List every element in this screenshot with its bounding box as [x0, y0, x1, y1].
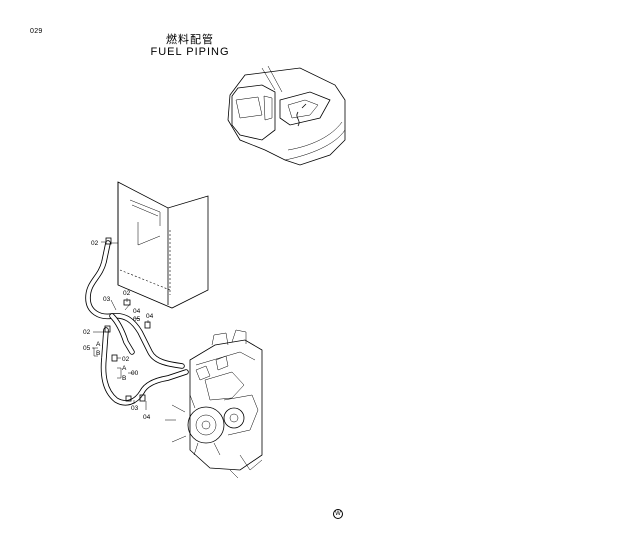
label-05-left: 05: [83, 345, 91, 352]
fuel-hoses: [85, 237, 189, 406]
label-03-lower: 03: [131, 405, 139, 412]
title-english: FUEL PIPING: [150, 46, 230, 58]
label-00: 00: [131, 370, 139, 377]
label-a-left: A: [96, 341, 101, 348]
part-callouts: 02 03 02 04 05 04 02 05 A B 02 A 00 B 03…: [83, 240, 154, 421]
label-03-upper: 03: [103, 296, 111, 303]
engine-assembly: [165, 329, 263, 479]
label-b-right: B: [122, 375, 126, 382]
label-04-a: 04: [133, 308, 141, 315]
excavator-inset-illustration: [227, 65, 346, 166]
label-02-top: 02: [91, 240, 99, 247]
label-a-right: A: [122, 365, 127, 372]
title-block: 燃料配管 FUEL PIPING: [140, 33, 240, 59]
title-japanese: 燃料配管: [166, 33, 214, 46]
label-02-mid: 02: [123, 290, 131, 297]
corner-mark: W: [333, 509, 343, 519]
label-04-b: 04: [146, 313, 154, 320]
fuel-tank-panel: [110, 181, 209, 309]
label-04-bottom: 04: [143, 414, 151, 421]
label-02-left: 02: [83, 329, 91, 336]
label-05-mid: 05: [133, 316, 141, 323]
page-number: 029: [30, 28, 43, 35]
label-02-right: 02: [122, 356, 130, 363]
label-b-left: B: [96, 350, 100, 357]
leader-lines: [92, 241, 149, 410]
